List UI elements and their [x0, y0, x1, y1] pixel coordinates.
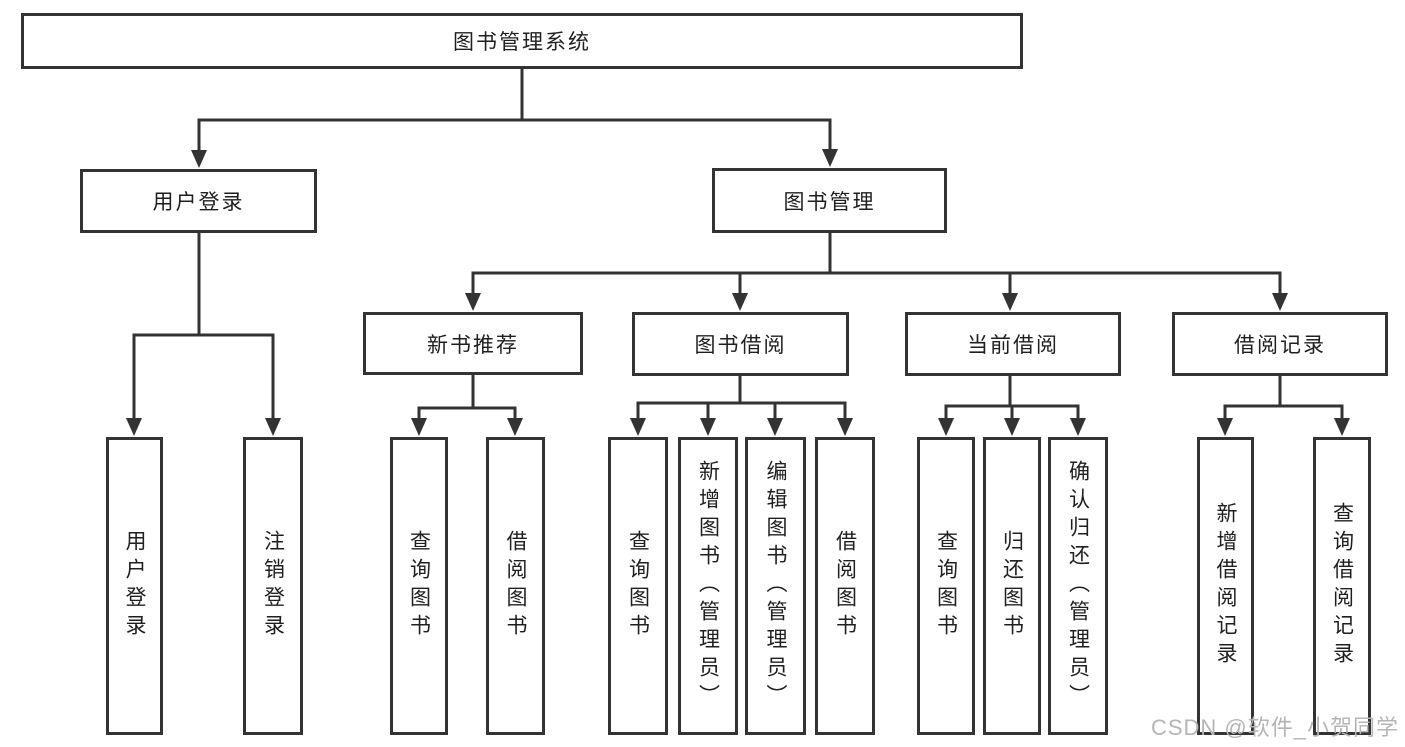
leaf-confirm-return-admin: 确认归还（管理员） — [1048, 437, 1108, 735]
leaf-query-books-current: 查询图书 — [917, 437, 975, 735]
leaf-add-borrow-record: 新增借阅记录 — [1197, 437, 1254, 735]
node-user-login: 用户登录 — [80, 169, 317, 233]
node-book-management: 图书管理 — [712, 168, 947, 233]
edge-bookmgmt-to-level3 — [465, 233, 1288, 311]
node-current-borrowing: 当前借阅 — [905, 312, 1121, 376]
leaf-query-books-recommend: 查询图书 — [390, 437, 448, 735]
leaf-query-borrow-record: 查询借阅记录 — [1313, 437, 1371, 735]
node-borrowing-records: 借阅记录 — [1172, 312, 1388, 376]
node-library-management-system: 图书管理系统 — [21, 13, 1023, 69]
edge-newbookrec-to-leaves — [411, 375, 523, 436]
leaf-query-books-borrowing: 查询图书 — [608, 437, 668, 735]
edge-userlogin-to-leaves — [126, 233, 281, 436]
leaf-logout: 注销登录 — [243, 437, 303, 735]
edge-root-to-level2 — [191, 69, 838, 168]
leaf-add-book-admin: 新增图书（管理员） — [678, 437, 738, 735]
leaf-borrow-books-recommend: 借阅图书 — [486, 437, 545, 735]
leaf-edit-book-admin: 编辑图书（管理员） — [745, 437, 806, 735]
edge-currentborrow-to-leaves — [938, 376, 1086, 436]
watermark: CSDN @软件_小贺同学 — [1150, 715, 1399, 740]
edge-bookborrow-to-leaves — [630, 376, 853, 436]
node-book-borrowing: 图书借阅 — [632, 312, 849, 376]
edge-borrowrecords-to-leaves — [1217, 376, 1350, 436]
leaf-user-login: 用户登录 — [106, 437, 163, 735]
node-new-book-recommendation: 新书推荐 — [363, 312, 583, 375]
leaf-return-book: 归还图书 — [983, 437, 1041, 735]
leaf-borrow-books-borrowing: 借阅图书 — [815, 437, 875, 735]
